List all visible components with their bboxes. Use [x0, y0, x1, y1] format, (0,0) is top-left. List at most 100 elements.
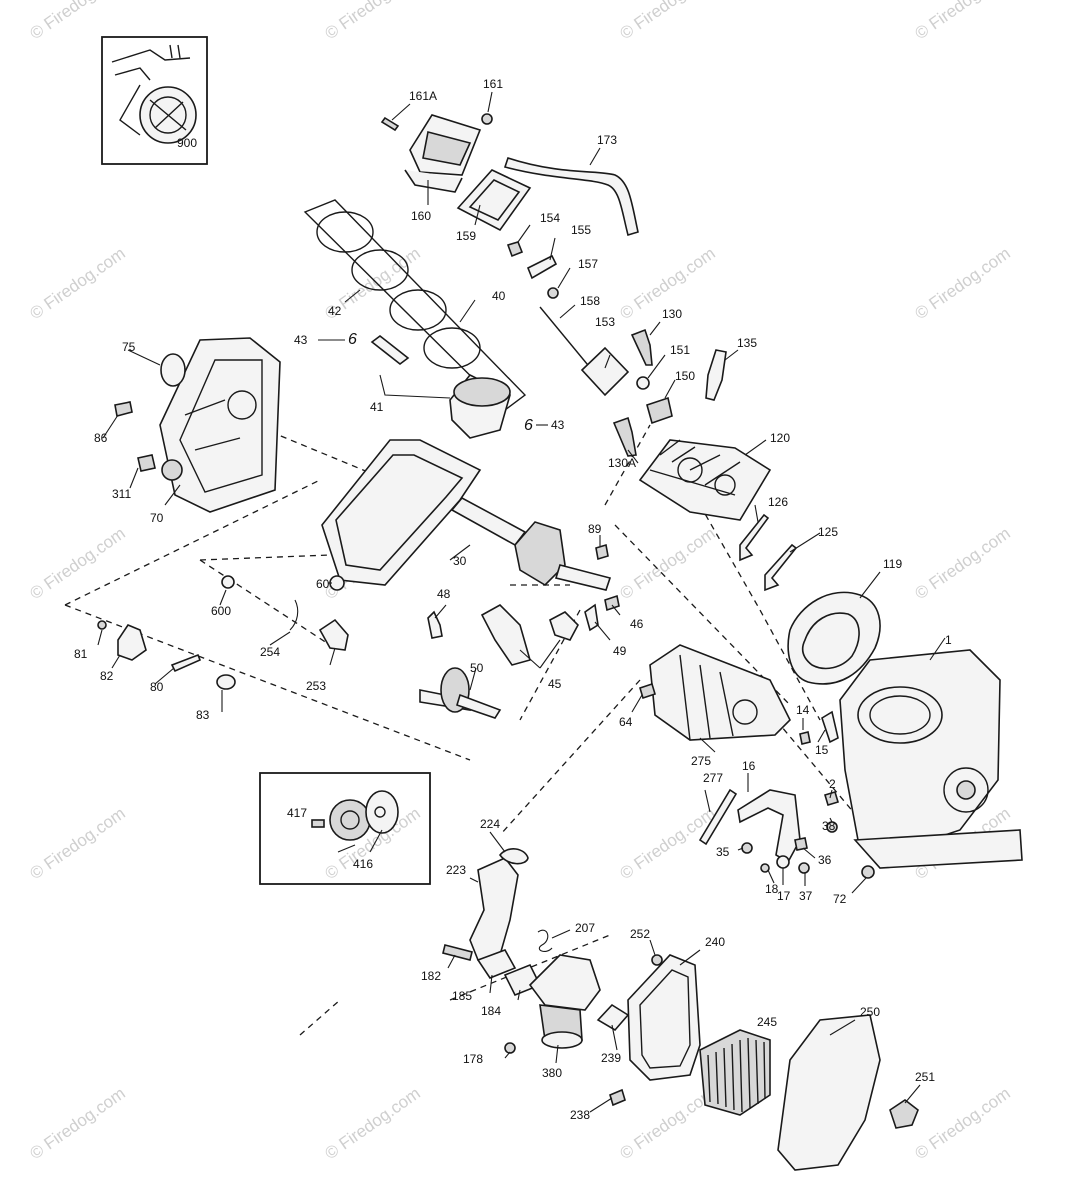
- part-label: 238: [570, 1108, 590, 1122]
- part-label: 159: [456, 229, 476, 243]
- push-rod: [539, 306, 593, 371]
- spring-254: [289, 599, 299, 631]
- part-label: 182: [421, 969, 441, 983]
- part-label: 154: [540, 211, 560, 225]
- piston-pin: [370, 334, 410, 366]
- part-label: 80: [150, 680, 164, 694]
- watermark: © Firedog.com: [26, 1084, 128, 1164]
- part-label: 600: [211, 604, 231, 618]
- part-label: 185: [452, 989, 472, 1003]
- part-label: 46: [630, 617, 644, 631]
- carburetor: [528, 954, 601, 1049]
- part-label-900: 900: [177, 136, 197, 150]
- part-label: 125: [818, 525, 838, 539]
- part-labels: 161A 161 173 160 159 154 155 157 158 42 …: [74, 77, 952, 1122]
- bolt-238: [609, 1088, 626, 1107]
- part-label: 40: [492, 289, 506, 303]
- part-label: 239: [601, 1051, 621, 1065]
- part-35: [741, 842, 753, 854]
- part-178: [504, 1042, 516, 1054]
- part-label: 2: [829, 777, 836, 791]
- breather-tube: [503, 156, 639, 237]
- tube-277: [698, 788, 738, 846]
- part-label: 81: [74, 647, 88, 661]
- part-label: 178: [463, 1052, 483, 1066]
- part-14: [799, 731, 811, 745]
- bracket-253: [318, 618, 349, 651]
- knob-251: [889, 1099, 919, 1129]
- part-label: 160: [411, 209, 431, 223]
- part-18: [760, 863, 770, 873]
- seal-75: [160, 353, 186, 387]
- part-label: 130A: [608, 456, 636, 470]
- piston-ring-set: [303, 199, 527, 411]
- part-label: 43: [294, 333, 308, 347]
- watermark: © Firedog.com: [26, 524, 128, 604]
- piston: [449, 373, 511, 439]
- part-15: [821, 710, 839, 744]
- part-label: 158: [580, 294, 600, 308]
- part-label: 277: [703, 771, 723, 785]
- bolt-46: [604, 594, 620, 612]
- part-17: [776, 855, 790, 869]
- blower-housing: [649, 644, 791, 741]
- part-label: 119: [883, 557, 902, 571]
- crankshaft: [450, 496, 612, 591]
- part-label: 82: [100, 669, 114, 683]
- part-label: 224: [480, 817, 500, 831]
- part-label: 45: [548, 677, 562, 691]
- governor-shaft-48: [427, 610, 443, 639]
- nut-161: [481, 113, 493, 125]
- air-cleaner-cover: [777, 1014, 881, 1171]
- part-label: 30: [453, 554, 467, 568]
- valve-125: [764, 543, 798, 592]
- shaft-80: [170, 653, 202, 673]
- inset-engine-overview: 900: [101, 36, 208, 165]
- part-label: 120: [770, 431, 790, 445]
- engine-block: [839, 649, 1023, 869]
- camshaft: [419, 667, 502, 719]
- watermark: © Firedog.com: [911, 524, 1013, 604]
- balance-weights-45: [480, 604, 579, 666]
- part-83: [216, 674, 236, 690]
- part-label: 245: [757, 1015, 777, 1029]
- part-label: 38: [822, 819, 836, 833]
- part-label: 254: [260, 645, 280, 659]
- part-label: 184: [481, 1004, 501, 1018]
- part-label: 75: [122, 340, 136, 354]
- part-label: 18: [765, 882, 779, 896]
- part-label: 253: [306, 679, 326, 693]
- part-label: 153: [595, 315, 615, 329]
- part-label: 48: [437, 587, 451, 601]
- part-37: [798, 862, 810, 874]
- gasket-224: [498, 848, 529, 865]
- part-label: 43: [551, 418, 565, 432]
- part-label: 161A: [409, 89, 437, 103]
- watermark: © Firedog.com: [911, 1084, 1013, 1164]
- spark-plug: [705, 349, 727, 401]
- part-72: [861, 865, 875, 879]
- rocker-bolt: [506, 241, 524, 258]
- part-label: 126: [768, 495, 788, 509]
- bolt-161a: [380, 116, 400, 132]
- part-label: 41: [370, 400, 384, 414]
- valve-spring: [646, 396, 673, 425]
- gasket-seal-60: [329, 575, 345, 591]
- gasket-239: [596, 1003, 630, 1032]
- crankcase-gasket: [321, 439, 482, 586]
- governor-gear-82: [117, 624, 147, 661]
- watermark: © Firedog.com: [321, 0, 423, 43]
- part-label: 60: [316, 577, 330, 591]
- cylinder-head: [638, 439, 772, 521]
- watermark: © Firedog.com: [911, 244, 1013, 324]
- valve-cover-gasket: [456, 169, 532, 232]
- part-252: [651, 954, 663, 966]
- part-label: 14: [796, 703, 810, 717]
- part-label: 150: [675, 369, 695, 383]
- part-label: 135: [737, 336, 757, 350]
- part-label: 311: [112, 487, 131, 501]
- part-36: [794, 837, 808, 851]
- part-label: 70: [150, 511, 164, 525]
- part-label-416: 416: [353, 857, 373, 871]
